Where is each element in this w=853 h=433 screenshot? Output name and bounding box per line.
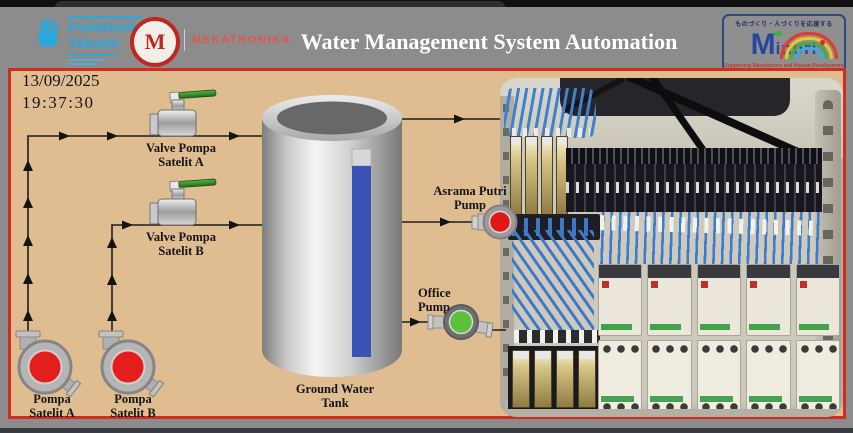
wire-ferrules	[512, 128, 590, 137]
pump-nozzle-flange	[485, 322, 494, 338]
tank-bottom	[262, 323, 402, 377]
contactor	[795, 340, 841, 416]
valve-flange	[149, 202, 159, 225]
politeknik-rule	[68, 16, 142, 18]
overload-relay-row	[598, 264, 841, 336]
asrama-putri-pump[interactable]	[471, 204, 518, 240]
pompa-a-label: Pompa Satelit A	[29, 392, 75, 420]
overload-relay	[746, 264, 791, 336]
valve-a-label: Valve Pompa Satelit A	[145, 141, 217, 169]
datetime-display: 13/09/2025 19:37:30	[22, 70, 99, 114]
contactor	[598, 340, 643, 416]
politeknik-line2: Takumi	[68, 34, 120, 52]
bottom-margin	[0, 419, 853, 428]
terminal-block-strip	[566, 148, 822, 212]
pompa-satelit-a[interactable]	[15, 330, 82, 398]
pump-nozzle-flange	[471, 215, 479, 230]
overload-relay	[647, 264, 692, 336]
office-pump[interactable]	[427, 304, 494, 340]
contactor	[696, 340, 742, 416]
office-pump-label: Office Pump	[418, 286, 451, 314]
contactor	[746, 340, 791, 416]
minori-japanese-tagline: ものづくり・人づくりを応援する	[735, 22, 833, 28]
tank-level-indicator[interactable]	[352, 166, 371, 357]
tank-body	[262, 117, 402, 350]
pump-inlet-flange	[98, 330, 124, 338]
overload-relay	[795, 264, 841, 336]
relay-bank-bottom	[508, 346, 600, 410]
mekatronika-emblem-icon: M	[130, 17, 180, 67]
minori-caption: Supporting Manufacture and Human Develop…	[724, 63, 844, 69]
pump-b-status-indicator[interactable]	[110, 349, 146, 385]
pipe-pump-b	[111, 224, 262, 337]
asrama-pump-label: Asrama Putri Pump	[433, 184, 507, 212]
politeknik-tagline-bar	[68, 63, 98, 65]
overload-relay	[696, 264, 742, 336]
cabinet-floor	[500, 409, 843, 417]
relay	[540, 136, 553, 216]
control-cabinet-photo	[500, 78, 843, 417]
tank-opening	[277, 101, 387, 135]
wire-label-sleeves	[514, 330, 600, 343]
valve-body	[157, 198, 197, 226]
relay	[512, 350, 530, 408]
header-bar: Politeknik Takumi M MEKATRONIKA Water Ma…	[0, 7, 853, 73]
politeknik-logo-text: Politeknik Takumi	[68, 20, 139, 52]
ground-water-tank	[262, 95, 402, 377]
tank-level-cap	[351, 148, 372, 167]
relay	[534, 350, 552, 408]
valve-body	[157, 109, 197, 137]
contactor-row	[598, 340, 841, 416]
relay	[578, 350, 596, 408]
terminal-pins	[566, 148, 822, 164]
mekatronika-monogram: M	[144, 29, 166, 54]
valve-flange	[149, 113, 159, 136]
pompa-b-label: Pompa Satelit B	[110, 392, 156, 420]
pump-a-status-indicator[interactable]	[27, 349, 63, 385]
politeknik-tagline-bar	[68, 59, 104, 61]
relay	[525, 136, 538, 216]
tank-label: Ground Water Tank	[295, 382, 375, 410]
window-tab	[55, 1, 505, 7]
relay	[510, 136, 523, 216]
minori-logo-card: ものづくり・人づくりを応援する Minori Supporting Manufa…	[722, 14, 846, 73]
politeknik-rule-bottom	[68, 54, 116, 56]
politeknik-line1: Politeknik	[68, 19, 139, 36]
politeknik-hand-icon	[37, 18, 58, 47]
office-pump-status-indicator[interactable]	[448, 309, 474, 335]
asrama-pump-status-indicator[interactable]	[488, 210, 512, 234]
pump-nozzle-flange	[427, 314, 434, 330]
minori-m: M	[750, 28, 776, 61]
page-title: Water Management System Automation	[300, 29, 678, 54]
pompa-satelit-b[interactable]	[98, 330, 165, 398]
pump-inlet-flange	[15, 330, 41, 338]
window-top-strip	[0, 0, 853, 7]
date-text: 13/09/2025	[22, 71, 100, 90]
mekatronika-divider	[184, 29, 185, 51]
overload-relay	[598, 264, 643, 336]
minori-rainbow-arc	[795, 47, 823, 59]
valve-b-label: Valve Pompa Satelit B	[145, 230, 217, 258]
taskbar-strip	[0, 428, 853, 433]
time-text: 19:37:30	[22, 93, 95, 113]
valve-pompa-satelit-a[interactable]	[149, 89, 217, 137]
flow-arrows	[23, 114, 465, 327]
valve-pompa-satelit-b[interactable]	[149, 178, 217, 226]
mekatronika-label: MEKATRONIKA	[192, 34, 292, 46]
relay	[556, 350, 574, 408]
relay-bank-top	[510, 136, 568, 216]
blue-wire-cascade	[512, 230, 594, 335]
contactor	[647, 340, 692, 416]
terminal-labels	[566, 182, 822, 193]
